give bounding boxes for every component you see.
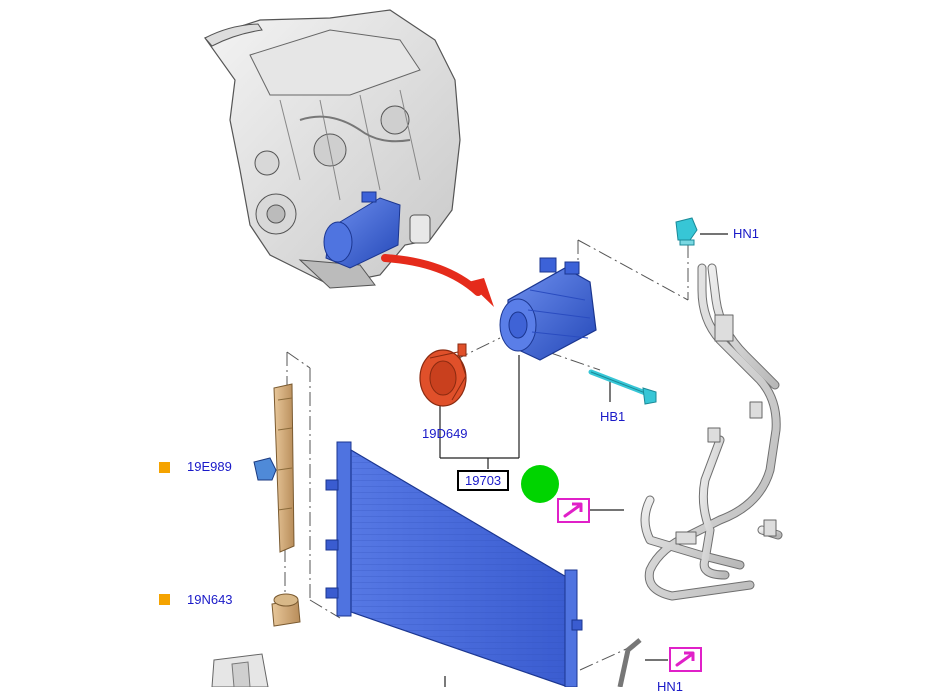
condenser	[325, 441, 583, 687]
nut-hn1	[675, 217, 698, 246]
receiver-dryer	[253, 383, 301, 627]
engine-compressor-highlight	[323, 191, 401, 269]
ac-line-assembly	[640, 263, 783, 601]
selection-highlight-dot	[521, 465, 559, 503]
arrow-link-glyph	[563, 502, 583, 518]
arrow-link-icon[interactable]	[669, 647, 702, 672]
callout-19d649[interactable]: 19D649	[422, 426, 468, 441]
ac-compressor	[499, 257, 597, 361]
arrow-link-icon[interactable]	[557, 498, 590, 523]
bottom-bracket	[211, 653, 269, 687]
callout-19n643[interactable]: 19N643	[187, 592, 233, 607]
callout-hn1-bottom[interactable]: HN1	[657, 679, 684, 694]
callout-19703[interactable]: 19703	[457, 470, 510, 491]
bolt	[588, 369, 657, 405]
red-arrow	[381, 254, 482, 296]
square-marker-icon	[159, 594, 170, 605]
bottom-pipe-fitting	[617, 638, 642, 687]
leader-lines	[439, 233, 728, 687]
callout-19e989[interactable]: 19E989	[187, 459, 232, 474]
clutch-pulley	[419, 343, 467, 407]
red-arrow-head	[468, 278, 494, 307]
engine-assembly	[204, 9, 461, 289]
arrow-link-glyph	[675, 651, 695, 667]
square-marker-icon	[159, 462, 170, 473]
callout-hb1[interactable]: HB1	[600, 409, 626, 424]
callout-hn1-top[interactable]: HN1	[733, 226, 760, 241]
